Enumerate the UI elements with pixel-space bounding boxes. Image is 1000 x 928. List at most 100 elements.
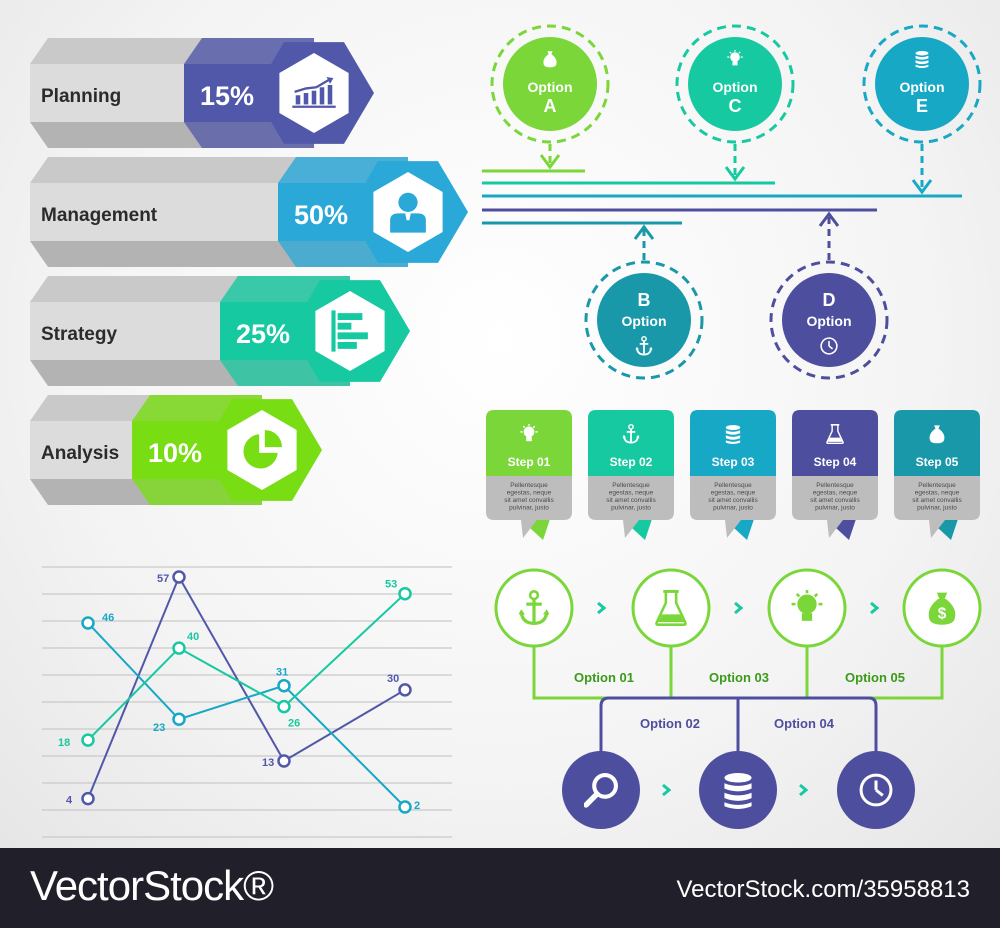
chart-points	[81, 570, 412, 814]
bar-percentage: 15%	[200, 81, 254, 111]
step-description-line: Pellentesque	[714, 482, 752, 489]
step-description-line: pulvinar, justo	[713, 505, 753, 512]
step-body	[894, 476, 980, 538]
option-dashed-ring	[862, 24, 982, 144]
step-description-line: egestas, neque	[507, 490, 552, 497]
series-line-1	[87, 574, 406, 799]
flow-option-label: Option 04	[774, 716, 835, 731]
flow-top-node-2	[631, 568, 711, 648]
step-label: Step 03	[712, 455, 755, 469]
data-label: 40	[187, 631, 199, 643]
option-dashed-ring	[584, 260, 704, 380]
arrow-up-icon	[633, 224, 655, 240]
flow-bottom-node-3	[837, 751, 915, 829]
node-disc	[562, 751, 640, 829]
option-circle-d: D Option	[769, 211, 889, 380]
option-disc	[597, 273, 691, 367]
data-point	[277, 678, 291, 693]
option-disc	[782, 273, 876, 367]
data-label: 53	[385, 579, 397, 591]
data-label: 30	[387, 673, 399, 685]
step-description-line: sit amet convallis	[708, 497, 758, 504]
step-label: Step 05	[916, 455, 959, 469]
bar-label: Analysis	[41, 443, 119, 464]
data-label: 18	[58, 737, 70, 749]
chevron-right-icon	[662, 783, 672, 797]
step-description-line: egestas, neque	[915, 490, 960, 497]
arrow-down-icon	[724, 166, 746, 182]
data-label: 57	[157, 573, 169, 585]
option-letter: C	[729, 96, 742, 116]
data-point	[398, 586, 412, 601]
option-word: Option	[806, 313, 851, 329]
step-header	[486, 410, 572, 476]
step-description-line: sit amet convallis	[504, 497, 554, 504]
arrow-down-icon	[539, 154, 561, 170]
chevron-right-icon	[734, 601, 744, 615]
step-description-line: Pellentesque	[510, 482, 548, 489]
series-line-2	[87, 622, 406, 808]
step-description-line: egestas, neque	[609, 490, 654, 497]
arrow-up-icon	[818, 211, 840, 227]
option-word: Option	[527, 79, 572, 95]
step-description-line: Pellentesque	[816, 482, 854, 489]
step-description-line: pulvinar, justo	[815, 505, 855, 512]
data-label: 2	[414, 800, 420, 812]
step-description-line: sit amet convallis	[810, 497, 860, 504]
data-label: 4	[66, 795, 73, 807]
option-letter: D	[823, 290, 836, 310]
arrow-down-icon	[911, 179, 933, 195]
option-word: Option	[899, 79, 944, 95]
option-disc	[503, 37, 597, 131]
data-point	[277, 754, 291, 768]
flow-bottom-node-2	[699, 751, 777, 829]
option-dashed-ring	[675, 24, 795, 144]
option-word: Option	[621, 313, 666, 329]
bar-row-analysis: Analysis 10%	[30, 395, 322, 505]
flow-top-node-3	[767, 568, 847, 648]
flow-option-label: Option 03	[709, 670, 769, 685]
data-label: 23	[153, 722, 165, 734]
data-point	[398, 800, 412, 814]
step-label: Step 04	[814, 455, 857, 469]
step-description-line: sit amet convallis	[606, 497, 656, 504]
flow-option-label: Option 05	[845, 670, 905, 685]
bar-label: Management	[41, 205, 158, 226]
data-point	[277, 699, 291, 714]
option-letter: A	[544, 96, 557, 116]
data-point	[172, 570, 186, 584]
option-word: Option	[712, 79, 757, 95]
chevron-right-icon	[870, 601, 880, 615]
bar-percentage: 10%	[148, 438, 202, 468]
chart-grid	[42, 566, 452, 838]
data-point	[172, 641, 186, 655]
data-label: 13	[262, 757, 274, 769]
infographic-canvas: $	[0, 0, 1000, 848]
image-id-text: VectorStock.com/35958813	[676, 876, 970, 903]
step-label: Step 01	[508, 455, 551, 469]
series-line-3	[87, 592, 406, 741]
flow-option-label: Option 02	[640, 716, 700, 731]
data-label: 31	[276, 667, 288, 679]
brand-logo: VectorStock®	[30, 862, 274, 909]
flow-connector-green	[532, 640, 944, 700]
data-point	[172, 712, 186, 726]
data-label: 26	[288, 718, 300, 730]
footer-bar: VectorStock® VectorStock.com/35958813	[0, 848, 1000, 928]
data-point	[81, 616, 95, 630]
data-point	[81, 791, 95, 806]
step-body	[486, 476, 572, 538]
chart-series	[87, 574, 406, 808]
